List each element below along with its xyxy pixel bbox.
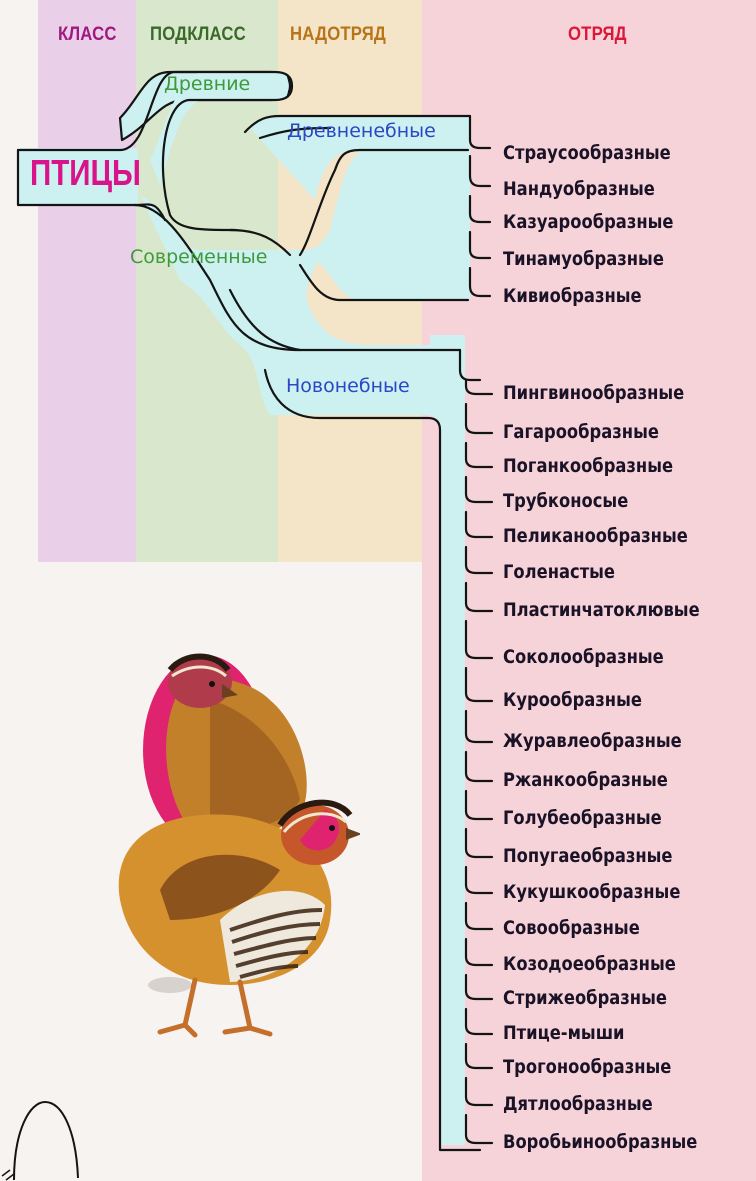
neo-comb bbox=[466, 380, 492, 1143]
order-item: Курообразные bbox=[503, 689, 642, 711]
order-item: Воробьинообразные bbox=[503, 1131, 697, 1153]
order-item: Пластинчатоклювые bbox=[503, 599, 700, 621]
order-item: Трубконосые bbox=[503, 490, 628, 512]
order-item: Стрижеобразные bbox=[503, 987, 667, 1009]
neognathae-label: Новонебные bbox=[286, 375, 410, 397]
order-item: Козодоеобразные bbox=[503, 953, 676, 975]
front-quail bbox=[119, 803, 360, 1035]
order-item: Пингвинообразные bbox=[503, 382, 684, 404]
order-item: Страусообразные bbox=[503, 142, 671, 164]
order-item: Поганкообразные bbox=[503, 455, 673, 477]
order-item: Попугаеобразные bbox=[503, 845, 673, 867]
order-item: Журавлеобразные bbox=[503, 730, 682, 752]
order-item: Кукушкообразные bbox=[503, 881, 680, 903]
order-item: Тинамуобразные bbox=[503, 248, 664, 270]
root-label: ПТИЦЫ bbox=[30, 152, 141, 194]
order-item: Кивиобразные bbox=[503, 285, 642, 307]
modern-label: Современные bbox=[130, 246, 267, 268]
order-item: Гагарообразные bbox=[503, 421, 659, 443]
order-item: Пеликанообразные bbox=[503, 525, 688, 547]
order-item: Совообразные bbox=[503, 917, 640, 939]
paleognathae-label: Древненебные bbox=[287, 120, 436, 142]
order-item: Голубеобразные bbox=[503, 807, 662, 829]
order-item: Дятлообразные bbox=[503, 1093, 653, 1115]
order-item: Голенастые bbox=[503, 561, 615, 583]
order-item: Казуарообразные bbox=[503, 211, 673, 233]
order-item: Нандуобразные bbox=[503, 178, 655, 200]
order-item: Ржанкообразные bbox=[503, 769, 668, 791]
quail-illustration bbox=[100, 640, 360, 1040]
order-item: Соколообразные bbox=[503, 646, 664, 668]
order-item: Трогонообразные bbox=[503, 1056, 671, 1078]
arch-decoration bbox=[0, 1090, 120, 1181]
paleo-comb bbox=[470, 116, 490, 296]
neo-comb-path bbox=[466, 380, 492, 1143]
ancient-label: Древние bbox=[164, 73, 250, 95]
order-item: Птице-мыши bbox=[503, 1022, 625, 1044]
